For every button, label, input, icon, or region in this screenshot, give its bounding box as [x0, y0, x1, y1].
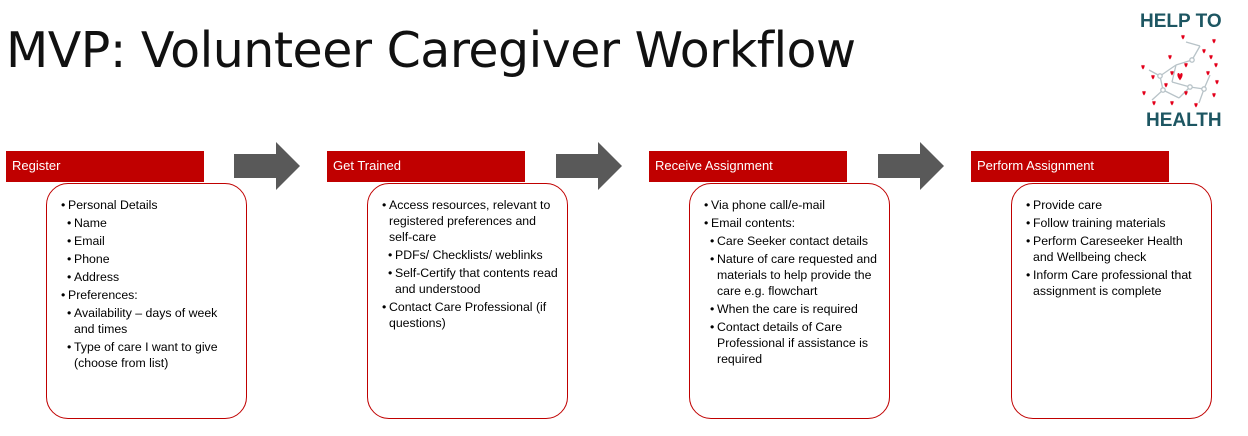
sub-bullet-item: Self-Certify that contents read and unde…	[382, 265, 559, 297]
logo-text-bottom: HEALTH	[1146, 110, 1222, 131]
bullet-item: Personal Details	[61, 197, 238, 213]
step-body-perform-assignment: Provide careFollow training materialsPer…	[1011, 183, 1212, 419]
bullet-item: Access resources, relevant to registered…	[382, 197, 559, 245]
heart-icon	[1168, 54, 1172, 60]
heart-icon	[1212, 38, 1216, 44]
sub-bullet-item: Name	[61, 215, 238, 231]
step-body-register: Personal DetailsNameEmailPhoneAddressPre…	[46, 183, 247, 419]
heart-icon	[1170, 70, 1174, 76]
sub-bullet-item: Email	[61, 233, 238, 249]
step-header-register: Register	[6, 151, 204, 182]
bullet-item: Provide care	[1026, 197, 1203, 213]
bullet-item: Perform Careseeker Health and Wellbeing …	[1026, 233, 1203, 265]
heart-icon	[1141, 64, 1145, 70]
flow-arrow-icon	[556, 142, 622, 190]
heart-icon	[1177, 73, 1183, 81]
bullet-item: Email contents:	[704, 215, 881, 231]
logo-hearts	[1141, 34, 1219, 108]
heart-icon	[1212, 92, 1216, 98]
sub-bullet-item: Care Seeker contact details	[704, 233, 881, 249]
sub-bullet-item: Contact details of Care Professional if …	[704, 319, 881, 367]
step-body-receive-assignment: Via phone call/e-mailEmail contents: Care…	[689, 183, 890, 419]
help-to-health-logo: HELP TO HEALTH	[1140, 11, 1222, 131]
logo-text-top: HELP TO	[1140, 11, 1222, 32]
heart-icon	[1152, 100, 1156, 106]
flow-arrow-icon	[878, 142, 944, 190]
step-bullet-list: Access resources, relevant to registered…	[382, 197, 559, 331]
bullet-item: Via phone call/e-mail	[704, 197, 881, 213]
step-bullet-list: Via phone call/e-mailEmail contents: Care…	[704, 197, 881, 367]
bullet-item: Contact Care Professional (if questions)	[382, 299, 559, 331]
bullet-item: Follow training materials	[1026, 215, 1203, 231]
sub-bullet-item: Phone	[61, 251, 238, 267]
heart-icon	[1206, 70, 1210, 76]
heart-icon	[1214, 62, 1218, 68]
logo-network-icon	[1148, 41, 1211, 104]
bullet-item: Preferences:	[61, 287, 238, 303]
heart-icon	[1215, 79, 1219, 85]
bullet-item: Inform Care professional that assignment…	[1026, 267, 1203, 299]
sub-bullet-item: When the care is required	[704, 301, 881, 317]
step-body-get-trained: Access resources, relevant to registered…	[367, 183, 568, 419]
sub-bullet-item: Address	[61, 269, 238, 285]
heart-icon	[1151, 74, 1155, 80]
sub-bullet-item: Type of care I want to give (choose from…	[61, 339, 238, 371]
heart-icon	[1209, 54, 1213, 60]
sub-bullet-item: Nature of care requested and materials t…	[704, 251, 881, 299]
heart-icon	[1184, 62, 1188, 68]
step-bullet-list: Personal DetailsNameEmailPhoneAddressPre…	[61, 197, 238, 371]
heart-icon	[1202, 48, 1206, 54]
heart-icon	[1164, 82, 1168, 88]
heart-icon	[1170, 100, 1174, 106]
page-title: MVP: Volunteer Caregiver Workflow	[6, 22, 856, 79]
step-header-get-trained: Get Trained	[327, 151, 525, 182]
flow-arrow-icon	[234, 142, 300, 190]
heart-icon	[1142, 90, 1146, 96]
sub-bullet-item: Availability – days of week and times	[61, 305, 238, 337]
heart-icon	[1194, 102, 1198, 108]
sub-bullet-item: PDFs/ Checklists/ weblinks	[382, 247, 559, 263]
heart-icon	[1184, 90, 1188, 96]
step-header-perform-assignment: Perform Assignment	[971, 151, 1169, 182]
heart-icon	[1181, 34, 1185, 40]
step-bullet-list: Provide careFollow training materialsPer…	[1026, 197, 1203, 299]
step-header-receive-assignment: Receive Assignment	[649, 151, 847, 182]
